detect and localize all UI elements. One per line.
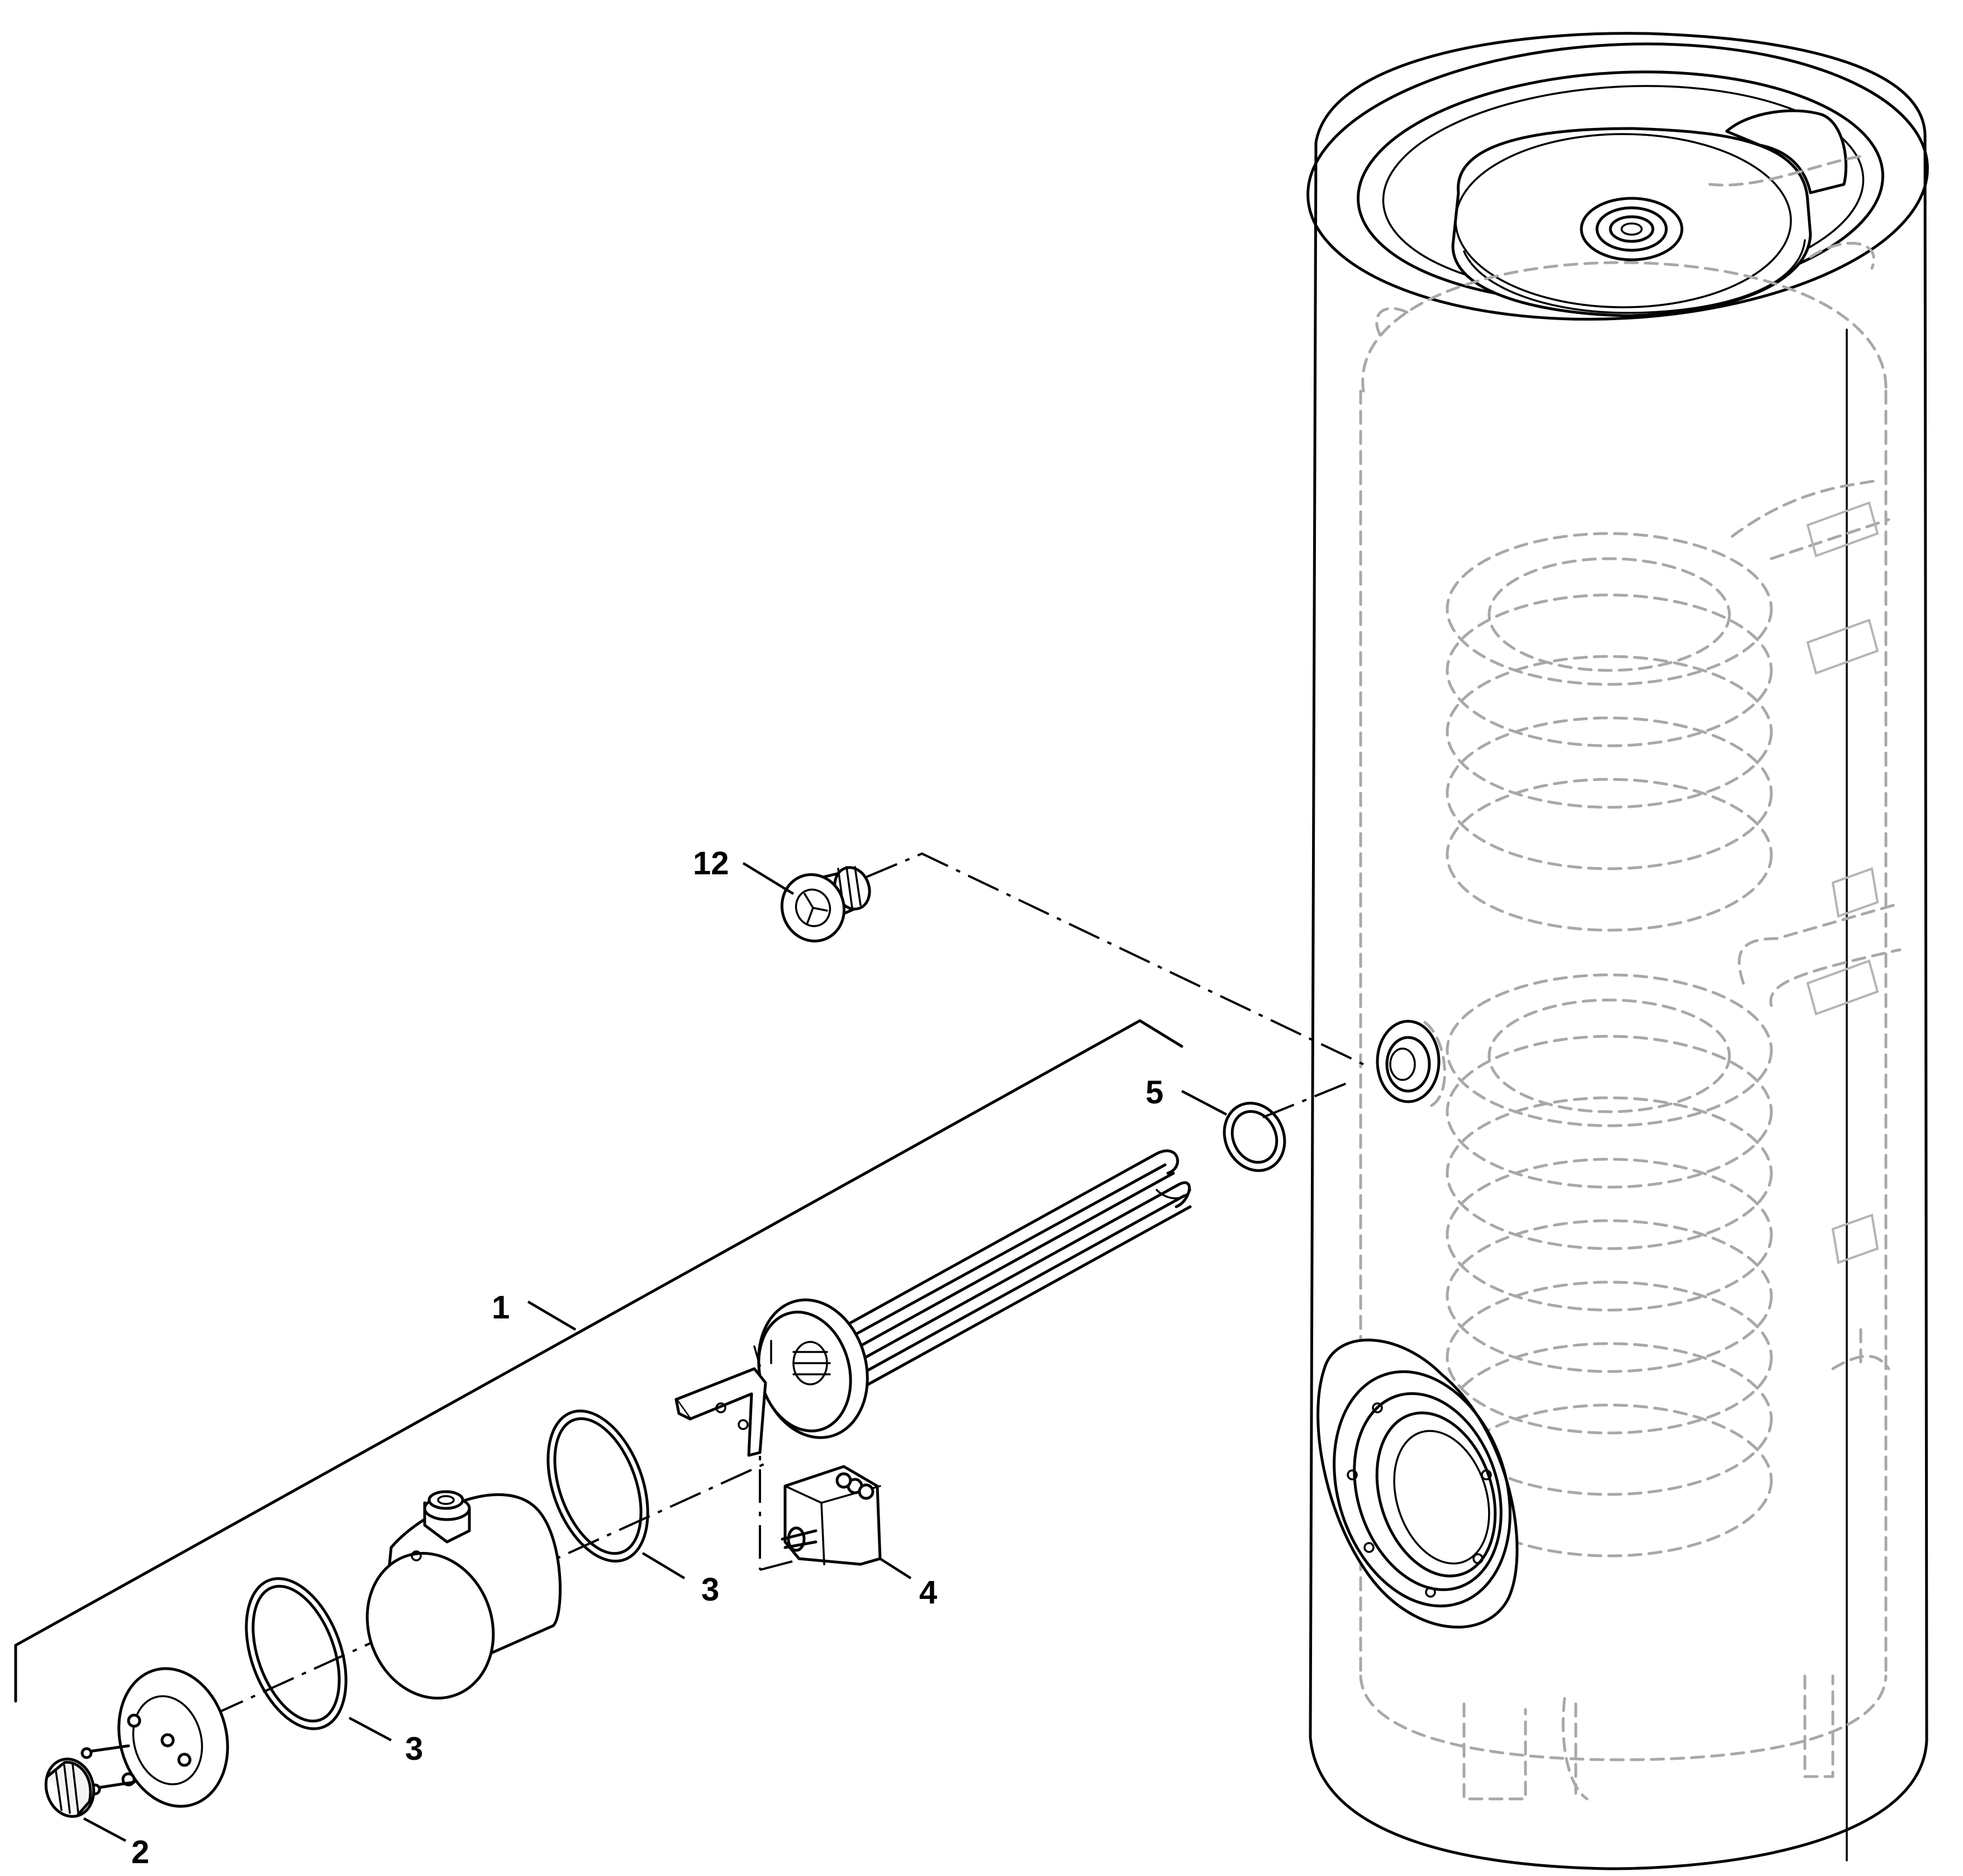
- callout-4: 4: [919, 1574, 937, 1611]
- part-5-gasket: [1181, 1090, 1286, 1172]
- upper-heat-exchanger-coil: [1446, 479, 1890, 932]
- callout-1: 1: [492, 1289, 510, 1326]
- part-2-knob: [44, 1758, 127, 1842]
- part-4-thermostat: [781, 1465, 912, 1579]
- callout-12: 12: [693, 845, 729, 882]
- storage-tank: [1306, 32, 1929, 1870]
- heating-element-flange: [674, 1298, 869, 1457]
- heating-element-rods: [836, 1149, 1192, 1387]
- side-connection-stubs: [1806, 501, 1879, 1264]
- callout-2: 2: [131, 1834, 149, 1870]
- part-3-o-ring-upper: [546, 1410, 686, 1579]
- end-plate: [80, 1667, 229, 1808]
- part-3-o-ring-lower: [245, 1577, 392, 1741]
- inspection-flange-opening: [1316, 1339, 1519, 1629]
- element-housing-cover: [365, 1490, 562, 1700]
- callout-5: 5: [1146, 1074, 1163, 1111]
- part-12-plug: [742, 862, 871, 942]
- assembly-bracket-item-1: [14, 1019, 1183, 1703]
- callout-3-lower: 3: [405, 1731, 423, 1767]
- sensor-socket: [1376, 1020, 1446, 1108]
- tank-feet: [1462, 1674, 1834, 1801]
- callout-labels: 1 2 3 3 4 5 12: [131, 845, 1163, 1870]
- callout-3-upper: 3: [701, 1572, 719, 1608]
